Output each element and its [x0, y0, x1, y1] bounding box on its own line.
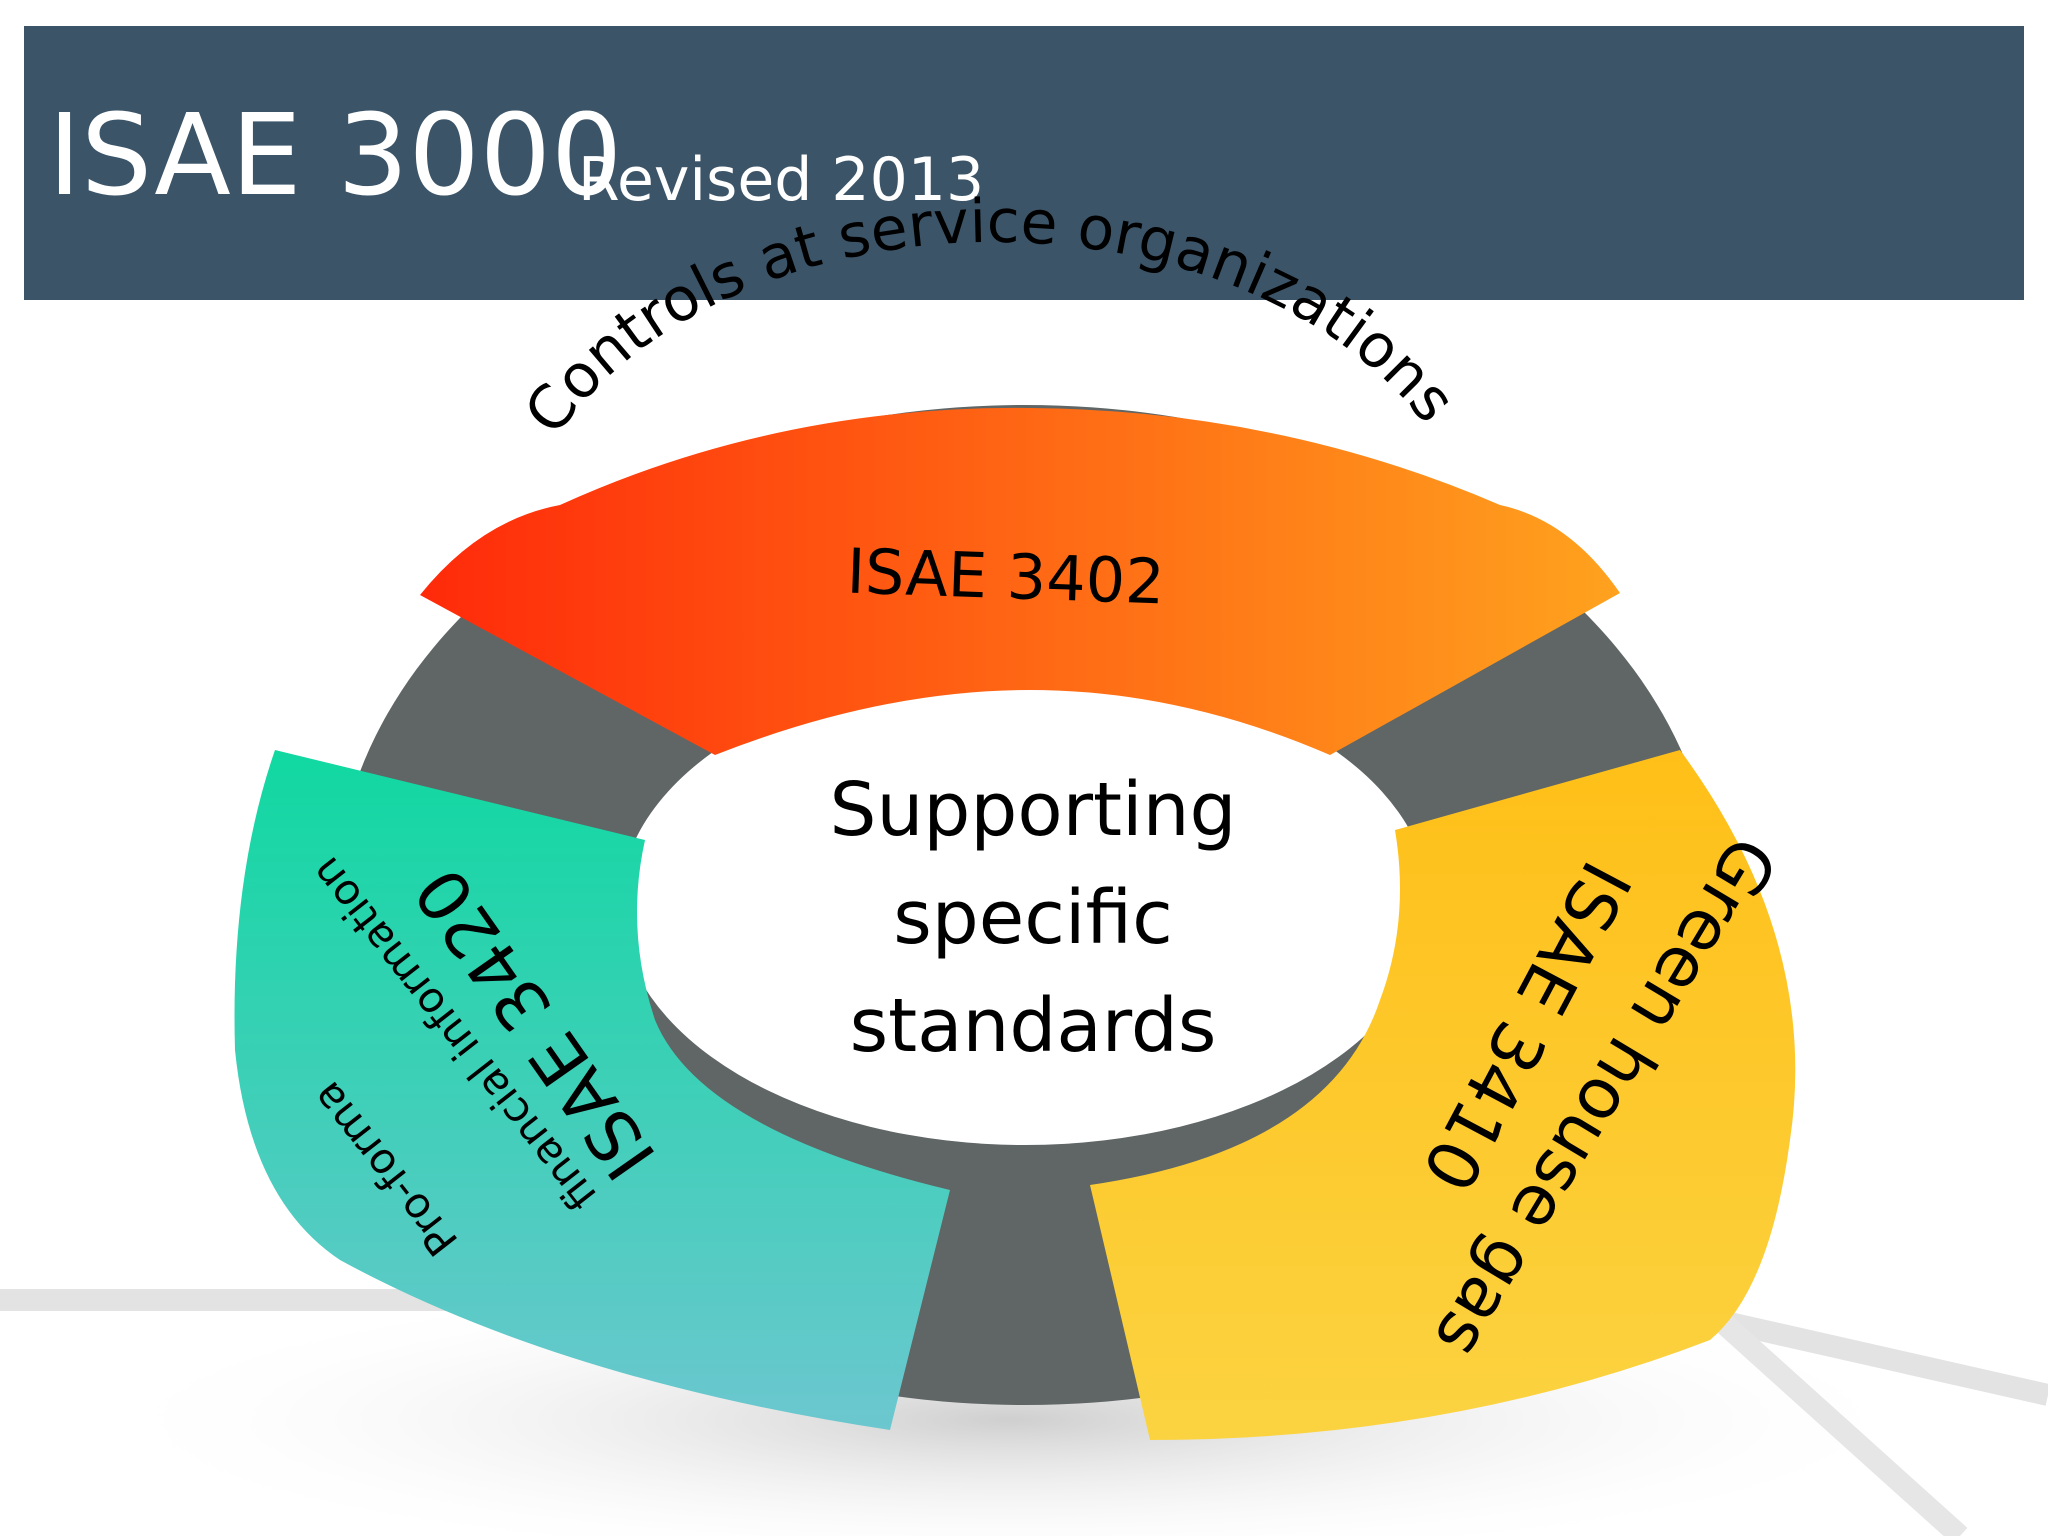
slide-subtitle: Revised 2013 [578, 145, 985, 215]
segment-isae-3402: Controls at service organizations ISAE 3… [420, 187, 1620, 755]
segment-isae-3410: ISAE 3410 Green house gas [1090, 750, 1796, 1440]
segment-isae-3420: ISAE 3420 financial information Pro-form… [234, 750, 950, 1430]
center-line-3: standards [850, 983, 1217, 1069]
title-banner [24, 26, 2024, 300]
segment-3402-standard: ISAE 3402 [846, 534, 1166, 618]
center-label: Supporting specific standards [830, 767, 1237, 1069]
segment-shape-teal [234, 750, 950, 1430]
slide-title: ISAE 3000 [48, 91, 623, 221]
center-line-1: Supporting [830, 767, 1237, 853]
segment-shape-red [420, 407, 1620, 755]
segment-shape-yellow [1090, 750, 1796, 1440]
center-line-2: specific [893, 875, 1173, 961]
